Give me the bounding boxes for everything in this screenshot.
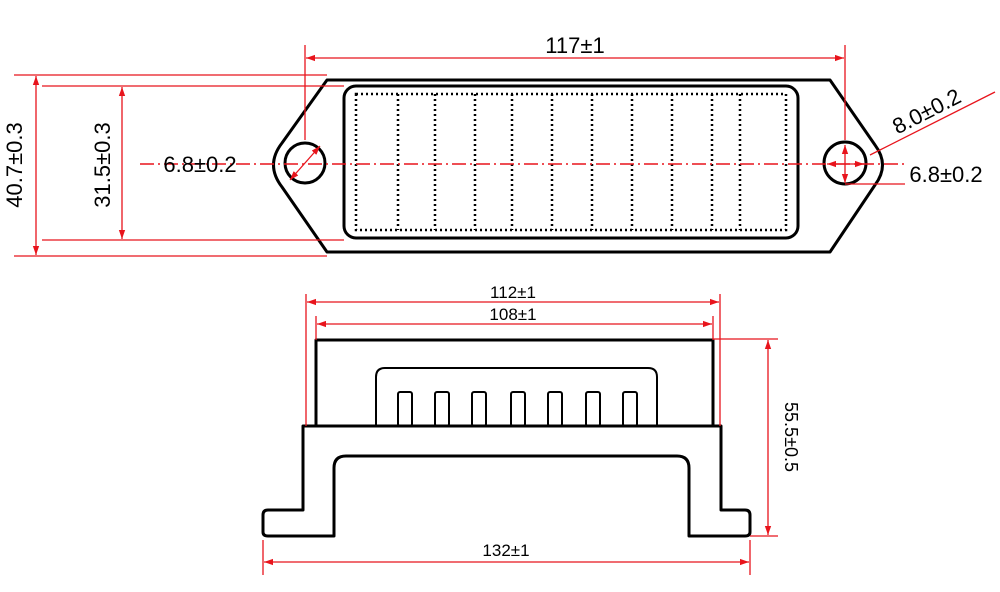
dim-117-label: 117±1 [545,33,604,58]
front-inner-bracket [375,367,658,426]
front-base-outline [261,424,752,538]
panel-frame [342,84,800,240]
dim-40-7-label: 40.7±0.3 [2,122,27,207]
dim-55-5-label: 55.5±0.5 [781,402,801,472]
cell-dividers [396,94,742,230]
dim-132-label: 132±1 [482,541,529,560]
dim-left-hole-label: 6.8±0.2 [163,152,236,177]
top-view: 117±1 40.7±0.3 31.5±0.3 6.8±0.2 6.8±0.2 … [2,33,996,257]
top-view-outline [272,78,884,254]
left-mounting-hole [283,141,327,185]
front-fins [397,391,638,427]
dim-right-hole-label: 6.8±0.2 [909,162,982,187]
dim-left-hole-line [289,145,321,181]
dim-ear-label: 8.0±0.2 [888,84,965,140]
solar-panel-area [354,92,788,232]
dim-108-label: 108±1 [489,305,536,324]
dim-31-5-label: 31.5±0.3 [90,122,115,207]
front-cap-outline [314,338,715,426]
front-view: 112±1 108±1 55.5±0.5 132±1 [261,283,801,575]
dim-112-label: 112±1 [490,283,536,302]
